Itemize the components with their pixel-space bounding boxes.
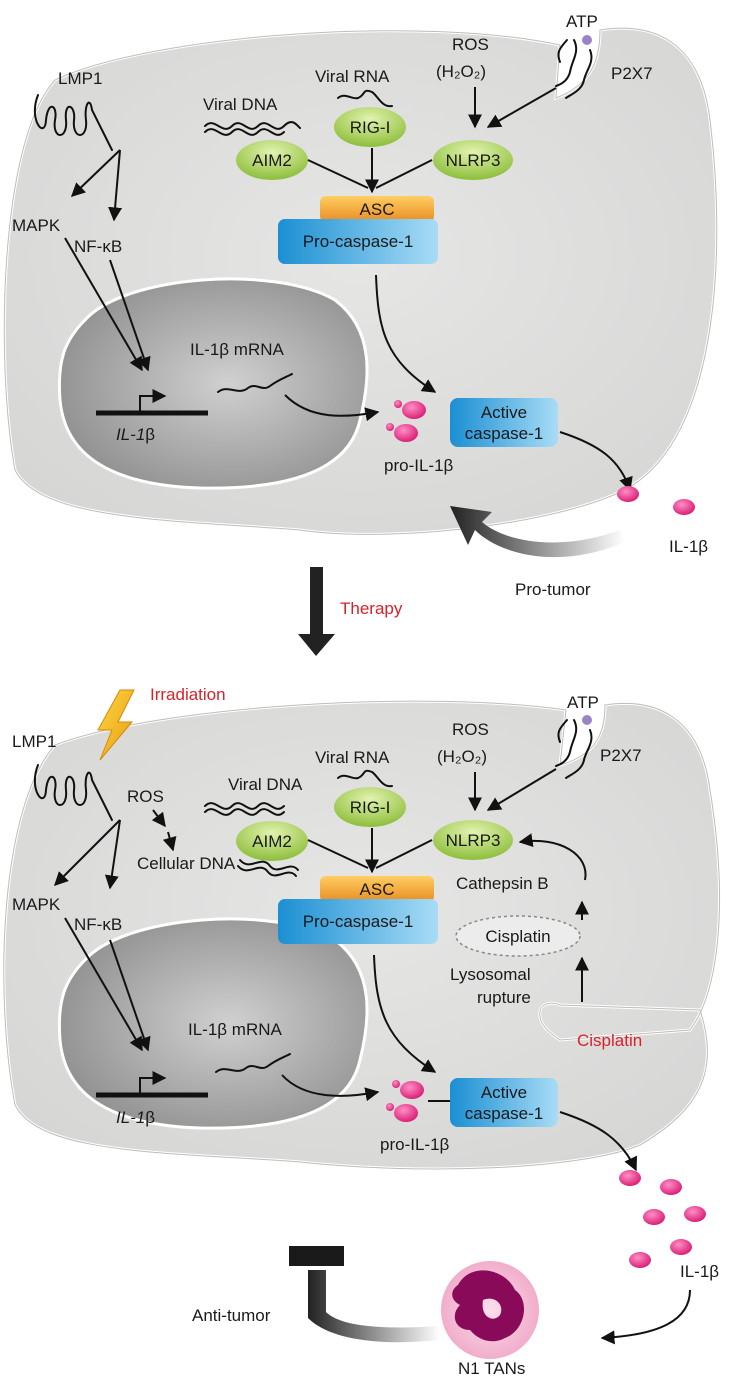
svg-text:RIG-I: RIG-I	[350, 798, 391, 817]
pro-caspase-block	[278, 219, 438, 264]
atp-molecule-icon	[582, 35, 592, 45]
therapy-transition: Therapy	[298, 567, 403, 656]
cathepsin-b-label: Cathepsin B	[456, 874, 549, 893]
svg-text:NF-κB: NF-κB	[74, 915, 122, 934]
asc-block	[320, 196, 434, 222]
pro-tumor-arrow	[450, 506, 625, 558]
p2x7-label-treated: P2X7	[600, 746, 642, 765]
il1b-label: IL-1β	[669, 537, 708, 556]
caspase-activation-arrow	[375, 274, 437, 393]
rig-i-node	[334, 107, 406, 147]
il1b-mrna-label: IL-1β mRNA	[190, 340, 285, 359]
anti-tumor-label: Anti-tumor	[192, 1306, 271, 1325]
mapk-label: MAPK	[12, 216, 61, 235]
therapy-arrow-icon	[298, 634, 335, 656]
pro-il1b-label: pro-IL-1β	[384, 456, 454, 475]
svg-text:Lysosomal: Lysosomal	[450, 965, 531, 984]
panel-untreated: LMP1 ATP P2X7 ROS (H₂O₂) Viral RNA RIG-I…	[2, 12, 719, 599]
p2x7-receptor-icon	[555, 39, 593, 99]
svg-text:Pro-caspase-1: Pro-caspase-1	[303, 912, 414, 931]
h2o2-label: (H₂O₂)	[436, 62, 486, 81]
svg-text:MAPK: MAPK	[12, 895, 61, 914]
atp-label: ATP	[566, 12, 598, 31]
svg-text:rupture: rupture	[477, 988, 531, 1007]
secretion-arrow	[559, 431, 633, 492]
aim2-label: AIM2	[252, 151, 292, 170]
transcription-start-icon	[139, 389, 167, 413]
nucleus-treated	[57, 917, 369, 1130]
irradiation-label: Irradiation	[150, 685, 226, 704]
ros-label: ROS	[452, 35, 489, 54]
svg-text:Active: Active	[481, 403, 527, 422]
nucleus	[57, 277, 369, 490]
cathepsin-to-nlrp3-arrow	[518, 833, 587, 881]
svg-text:pro-IL-1β: pro-IL-1β	[380, 1135, 450, 1154]
viral-rna-label-treated: Viral RNA	[315, 748, 390, 767]
p2x7-to-nlrp3-arrow	[486, 87, 557, 128]
nfkb-label: NF-κB	[74, 237, 122, 256]
svg-text:ASC: ASC	[360, 880, 395, 899]
cellular-dna-label: Cellular DNA	[137, 854, 236, 873]
panel-treated: Irradiation LMP1 ROS Cellular DNA ATP P2…	[2, 685, 721, 1378]
therapy-label: Therapy	[340, 599, 403, 618]
viral-rna-label: Viral RNA	[315, 67, 390, 86]
inhibition-bar-icon	[289, 1246, 344, 1266]
lmp1-label-treated: LMP1	[12, 732, 56, 751]
svg-text:IL-1β: IL-1β	[116, 425, 155, 444]
svg-text:NLRP3: NLRP3	[446, 831, 501, 850]
pro-tumor-label: Pro-tumor	[515, 580, 591, 599]
svg-text:caspase-1: caspase-1	[465, 1104, 543, 1123]
svg-text:AIM2: AIM2	[252, 832, 292, 851]
translation-arrow	[284, 394, 380, 422]
svg-text:caspase-1: caspase-1	[465, 424, 543, 443]
viral-dna-label-treated: Viral DNA	[228, 775, 303, 794]
cisplatin-entry-label: Cisplatin	[577, 1031, 642, 1050]
viral-dna-label: Viral DNA	[203, 95, 278, 114]
svg-text:IL-1β mRNA: IL-1β mRNA	[188, 1020, 283, 1039]
svg-text:Active: Active	[481, 1083, 527, 1102]
aim2-node	[236, 140, 308, 180]
atp-label-treated: ATP	[567, 693, 599, 712]
lmp1-receptor-icon-treated	[33, 764, 113, 821]
ros-label-treated: ROS	[452, 720, 489, 739]
lysosome-vesicle	[455, 915, 581, 957]
h2o2-label-treated: (H₂O₂)	[437, 747, 487, 766]
p2x7-receptor-icon-treated	[555, 719, 593, 779]
lmp1-label: LMP1	[58, 69, 102, 88]
p2x7-label: P2X7	[611, 64, 653, 83]
lmp1-receptor-icon	[33, 94, 113, 151]
nlrp3-node	[433, 140, 513, 180]
rig-i-label: RIG-I	[350, 118, 391, 137]
cisplatin-vesicle-label: Cisplatin	[485, 927, 550, 946]
lightning-bolt-icon	[97, 689, 135, 761]
svg-text:IL-1β: IL-1β	[116, 1108, 155, 1127]
pro-caspase-label: Pro-caspase-1	[303, 232, 414, 251]
asc-label: ASC	[360, 200, 395, 219]
nlrp3-label: NLRP3	[446, 151, 501, 170]
svg-text:IL-1β: IL-1β	[680, 1262, 719, 1281]
ros-irradiation-label: ROS	[127, 787, 164, 806]
n1-tans-label: N1 TANs	[458, 1359, 525, 1378]
active-caspase-block	[450, 398, 558, 447]
